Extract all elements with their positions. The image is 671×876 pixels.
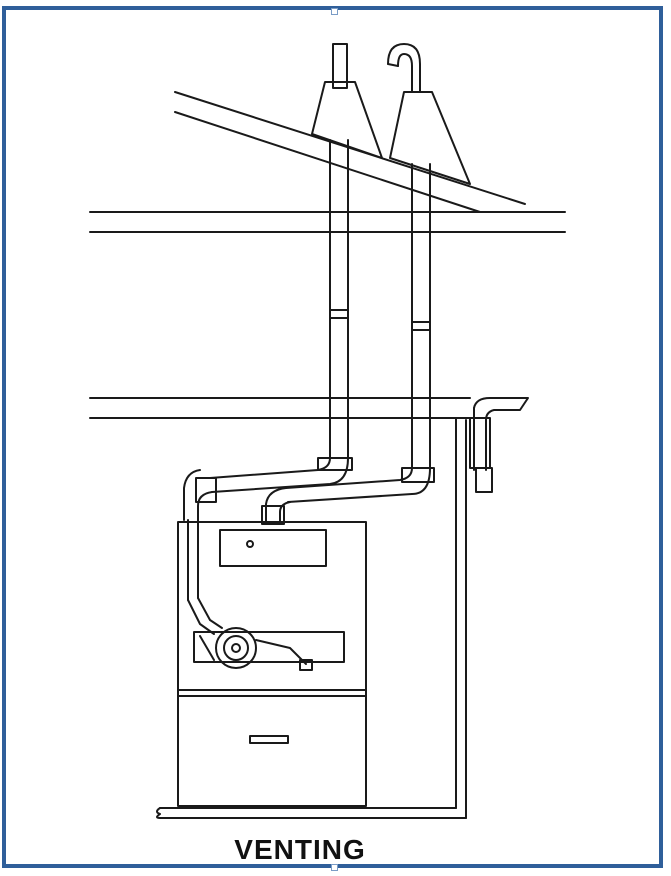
floor-base	[156, 807, 467, 819]
bottom-resize-handle[interactable]	[331, 864, 338, 871]
image-frame	[2, 6, 663, 868]
furnace-cabinet	[177, 521, 367, 807]
u-cap-intake-pipe	[387, 43, 471, 469]
roof	[174, 91, 526, 213]
straight-vent-pipe	[311, 43, 383, 459]
top-resize-handle[interactable]	[331, 8, 338, 15]
horizontal-vent-connectors	[183, 457, 435, 525]
inducer-assembly	[187, 519, 345, 671]
floor-joists	[89, 397, 471, 419]
diagram-caption: VENTING	[234, 834, 366, 865]
ceiling-joists	[89, 211, 566, 233]
side-wall-termination	[455, 397, 529, 819]
